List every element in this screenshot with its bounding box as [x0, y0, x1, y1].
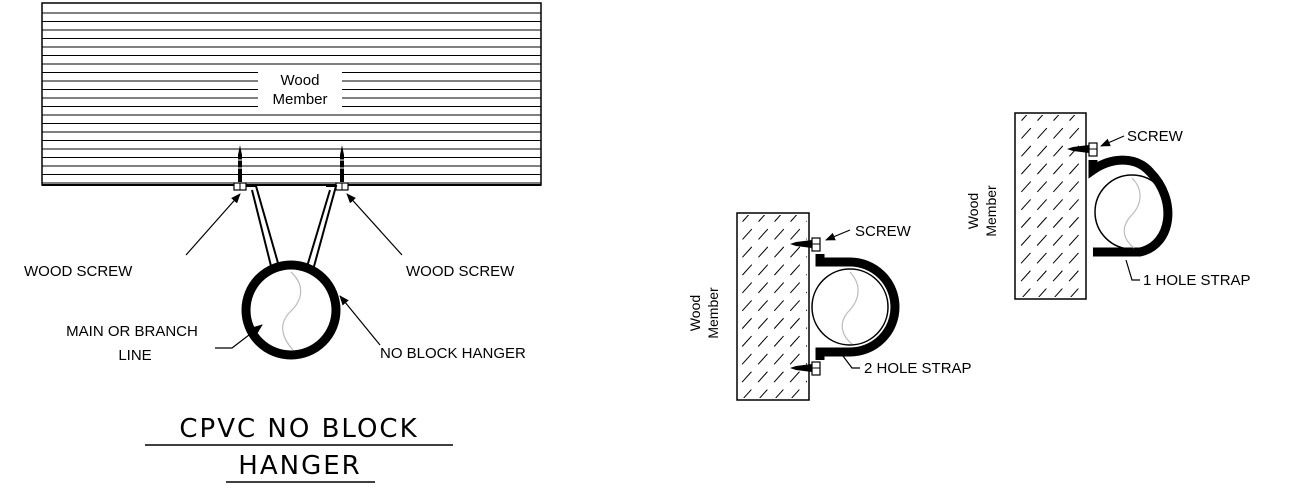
wood-hatch-line: [739, 255, 807, 333]
wood-member-label-1a: Wood: [965, 193, 981, 229]
no-block-hanger-detail: Wood Member: [24, 2, 542, 483]
detail-title-line-1: CPVC NO BLOCK: [179, 414, 418, 444]
wood-hatch-line: [1017, 157, 1084, 234]
left-wood-screw: [233, 145, 247, 191]
pipe-1: [1094, 174, 1170, 250]
pipe-2: [811, 268, 889, 346]
wood-member-block-1: [1014, 112, 1289, 300]
two-hole-strap-detail: Wood Member SCREW 2 HOLE STRAP: [687, 212, 972, 401]
strap-label-2: 2 HOLE STRAP: [864, 360, 972, 377]
pipe-label-1: MAIN OR BRANCH: [66, 323, 198, 340]
wood-hatch-line: [1261, 113, 1289, 299]
pipe-label-2: LINE: [118, 347, 151, 364]
strap-leader-1: [1125, 259, 1140, 281]
bottom-strap-screw: [790, 361, 821, 376]
wood-member-label-2a: Wood: [687, 295, 703, 331]
wood-member-label-1: Wood: [281, 72, 320, 89]
strap-screw-1: [1067, 142, 1098, 157]
right-screw-leader: [346, 193, 403, 256]
wood-hatch-line: [1017, 174, 1084, 251]
wood-hatch-line: [739, 291, 807, 369]
screw-leader-2: [825, 229, 851, 241]
wood-label-mask: [258, 66, 342, 114]
wood-hatch-line: [739, 273, 807, 351]
wood-hatch-line: [1017, 192, 1084, 269]
pipe-leader: [215, 324, 263, 349]
screw-label-1: SCREW: [1127, 128, 1184, 145]
one-hole-strap: [1088, 155, 1173, 257]
strap-leader-2: [842, 355, 860, 369]
wood-member-label-1b: Member: [983, 185, 999, 237]
right-wood-screw: [335, 145, 349, 191]
screw-label-2: SCREW: [855, 223, 912, 240]
hanger-leader: [339, 295, 381, 346]
wood-hatch-line: [1245, 113, 1289, 299]
detail-title-line-2: HANGER: [238, 451, 361, 481]
wood-member-label-2: Member: [272, 91, 327, 108]
hanger-label: NO BLOCK HANGER: [380, 345, 526, 362]
one-hole-strap-detail: Wood Member SCREW 1 HOLE STRAP: [965, 112, 1289, 300]
left-screw-leader: [185, 193, 241, 256]
wood-member-beam: [41, 2, 542, 186]
wood-hatch-line: [739, 215, 750, 227]
wood-hatch-line: [739, 238, 807, 316]
wood-hatch-line: [1017, 139, 1084, 216]
left-screw-label: WOOD SCREW: [24, 263, 133, 280]
wood-member-label-2b: Member: [705, 287, 721, 339]
cpvc-pipe: [241, 260, 341, 360]
screw-leader-1: [1100, 135, 1125, 147]
wood-hatch-line: [1017, 115, 1028, 127]
right-screw-label: WOOD SCREW: [406, 263, 515, 280]
top-strap-screw: [790, 237, 821, 252]
no-block-hanger: [246, 185, 338, 271]
two-hole-strap: [815, 254, 900, 360]
strap-label-1: 1 HOLE STRAP: [1143, 272, 1251, 289]
